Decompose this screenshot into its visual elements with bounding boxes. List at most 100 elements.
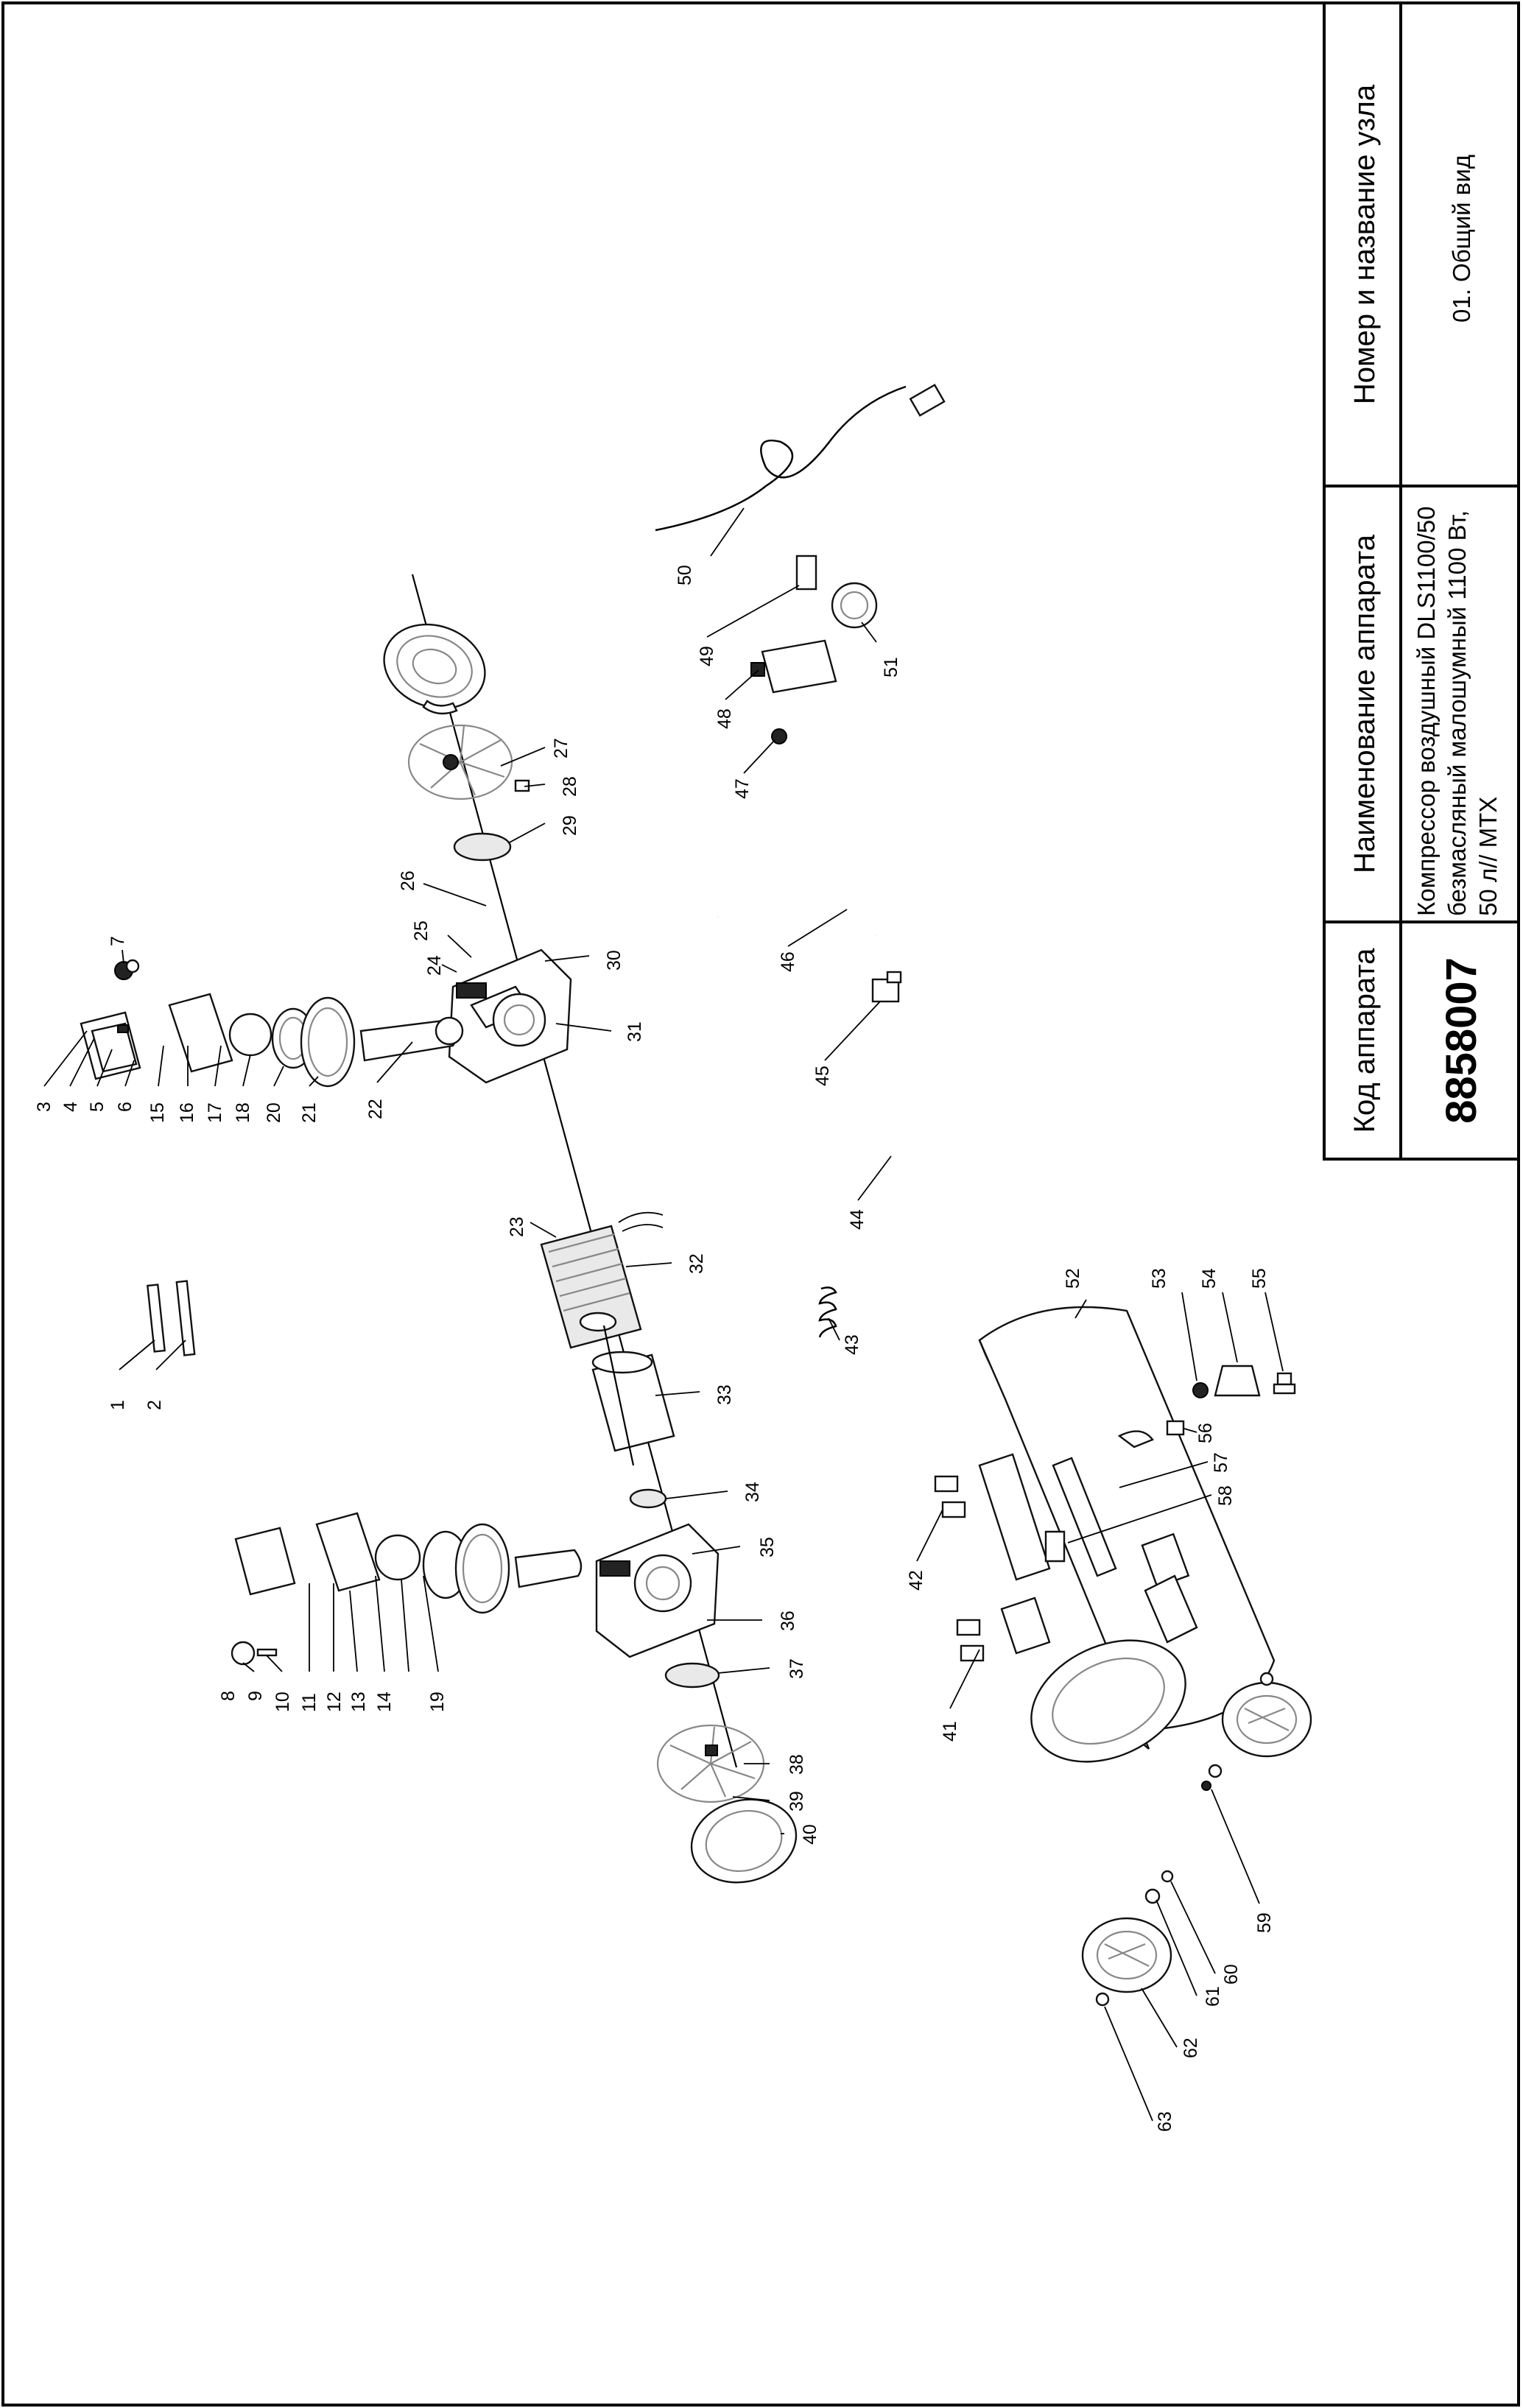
callout-50: 50 bbox=[675, 565, 695, 585]
title-block: Номер и название узла 01. Общий вид Наим… bbox=[1323, 1, 1520, 1161]
rotor-33 bbox=[591, 1325, 675, 1466]
drain-valve-53 bbox=[1192, 1382, 1209, 1398]
callout-39: 39 bbox=[787, 1791, 807, 1812]
callout-numbers: 1 2 3 4 5 6 7 8 9 10 11 12 13 14 15 16 1… bbox=[34, 565, 1275, 2132]
callout-18: 18 bbox=[233, 1102, 253, 1123]
connector-49 bbox=[795, 555, 817, 591]
callout-34: 34 bbox=[742, 1482, 763, 1502]
callout-9: 9 bbox=[245, 1691, 266, 1701]
callout-47: 47 bbox=[732, 778, 753, 799]
callout-51: 51 bbox=[881, 657, 901, 677]
bearing-34 bbox=[629, 1488, 667, 1509]
callout-8: 8 bbox=[218, 1691, 239, 1701]
callout-22: 22 bbox=[365, 1099, 386, 1119]
callout-12: 12 bbox=[324, 1691, 345, 1712]
callout-33: 33 bbox=[714, 1384, 735, 1405]
callout-26: 26 bbox=[398, 870, 418, 891]
fitting-45 bbox=[871, 971, 902, 1003]
callout-45: 45 bbox=[812, 1066, 833, 1086]
pipe-44 bbox=[895, 1052, 943, 1176]
callout-63: 63 bbox=[1155, 2111, 1175, 2132]
callout-7: 7 bbox=[108, 936, 128, 946]
callout-20: 20 bbox=[264, 1102, 284, 1123]
callout-56: 56 bbox=[1195, 1423, 1216, 1443]
callout-17: 17 bbox=[205, 1102, 225, 1123]
power-cord-50 bbox=[655, 384, 946, 532]
callout-1: 1 bbox=[108, 1400, 128, 1410]
callout-4: 4 bbox=[60, 1102, 81, 1112]
callout-52: 52 bbox=[1063, 1268, 1083, 1289]
pressure-switch-48 bbox=[750, 639, 837, 694]
callout-53: 53 bbox=[1149, 1268, 1169, 1289]
callout-43: 43 bbox=[842, 1334, 862, 1355]
callout-30: 30 bbox=[604, 950, 625, 971]
bearing-37 bbox=[664, 1662, 720, 1689]
callout-19: 19 bbox=[427, 1691, 448, 1712]
gauge-51 bbox=[831, 582, 878, 629]
unit-value: 01. Общий вид bbox=[1448, 155, 1475, 323]
code-label: Код аппарата bbox=[1348, 948, 1381, 1133]
fan-guard-lower bbox=[690, 1798, 798, 1884]
name-line-1: Компрессор воздушный DLS1100/50 bbox=[1413, 507, 1440, 916]
callout-48: 48 bbox=[714, 708, 735, 729]
filter-7 bbox=[114, 959, 140, 980]
callout-55: 55 bbox=[1249, 1268, 1270, 1289]
callout-49: 49 bbox=[697, 646, 717, 666]
valve-47 bbox=[771, 728, 787, 744]
callout-3: 3 bbox=[34, 1102, 54, 1112]
callout-10: 10 bbox=[272, 1691, 293, 1712]
callout-36: 36 bbox=[778, 1610, 798, 1631]
callout-21: 21 bbox=[299, 1102, 320, 1123]
bearing-29 bbox=[453, 832, 512, 862]
callout-37: 37 bbox=[787, 1658, 807, 1679]
unit-label: Номер и название узла bbox=[1348, 84, 1381, 404]
motor-housing-lower bbox=[595, 1523, 720, 1658]
wheel-cap-54 bbox=[1214, 1365, 1261, 1397]
name-label: Наименование аппарата bbox=[1348, 534, 1381, 873]
callout-11: 11 bbox=[299, 1693, 320, 1712]
connecting-tubes bbox=[147, 1280, 196, 1356]
callout-25: 25 bbox=[411, 920, 432, 941]
name-line-2: безмасляный малошумный 1100 Вт, bbox=[1443, 510, 1471, 916]
stator-32 bbox=[540, 1211, 664, 1349]
callout-23: 23 bbox=[507, 1217, 527, 1237]
callout-27: 27 bbox=[551, 738, 571, 758]
callout-2: 2 bbox=[144, 1400, 165, 1410]
plug-56 bbox=[1166, 1420, 1185, 1436]
callout-16: 16 bbox=[177, 1102, 197, 1123]
motor-housing-upper bbox=[448, 948, 572, 1084]
callout-13: 13 bbox=[348, 1691, 369, 1712]
rubber-feet bbox=[934, 1453, 1051, 1662]
callout-14: 14 bbox=[374, 1691, 395, 1712]
callout-15: 15 bbox=[147, 1102, 168, 1123]
callout-42: 42 bbox=[906, 1570, 926, 1591]
wheel-upper bbox=[1201, 1672, 1312, 1791]
callout-40: 40 bbox=[800, 1824, 820, 1845]
callout-32: 32 bbox=[686, 1253, 707, 1274]
callout-6: 6 bbox=[115, 1102, 136, 1112]
fan-upper bbox=[407, 724, 530, 800]
spring-43 bbox=[818, 1286, 837, 1338]
callout-5: 5 bbox=[87, 1102, 108, 1112]
name-line-3: 50 л// MTX bbox=[1474, 797, 1502, 916]
callout-59: 59 bbox=[1254, 1912, 1275, 1933]
callout-35: 35 bbox=[757, 1537, 778, 1557]
wheel-lower bbox=[1081, 1870, 1174, 2007]
callout-31: 31 bbox=[625, 1021, 645, 1042]
callout-62: 62 bbox=[1181, 2038, 1201, 2058]
callout-54: 54 bbox=[1199, 1268, 1220, 1289]
callout-57: 57 bbox=[1211, 1452, 1231, 1473]
callout-28: 28 bbox=[560, 776, 580, 797]
callout-58: 58 bbox=[1215, 1485, 1236, 1506]
callout-60: 60 bbox=[1221, 1964, 1242, 1985]
callout-24: 24 bbox=[424, 955, 445, 976]
tank-handle bbox=[790, 1353, 968, 1415]
callout-38: 38 bbox=[787, 1754, 807, 1775]
callout-46: 46 bbox=[778, 951, 798, 972]
callout-44: 44 bbox=[847, 1209, 868, 1230]
pump-head-lower bbox=[231, 1512, 583, 1666]
callout-61: 61 bbox=[1203, 1986, 1223, 2007]
pump-head-upper bbox=[80, 993, 464, 1088]
